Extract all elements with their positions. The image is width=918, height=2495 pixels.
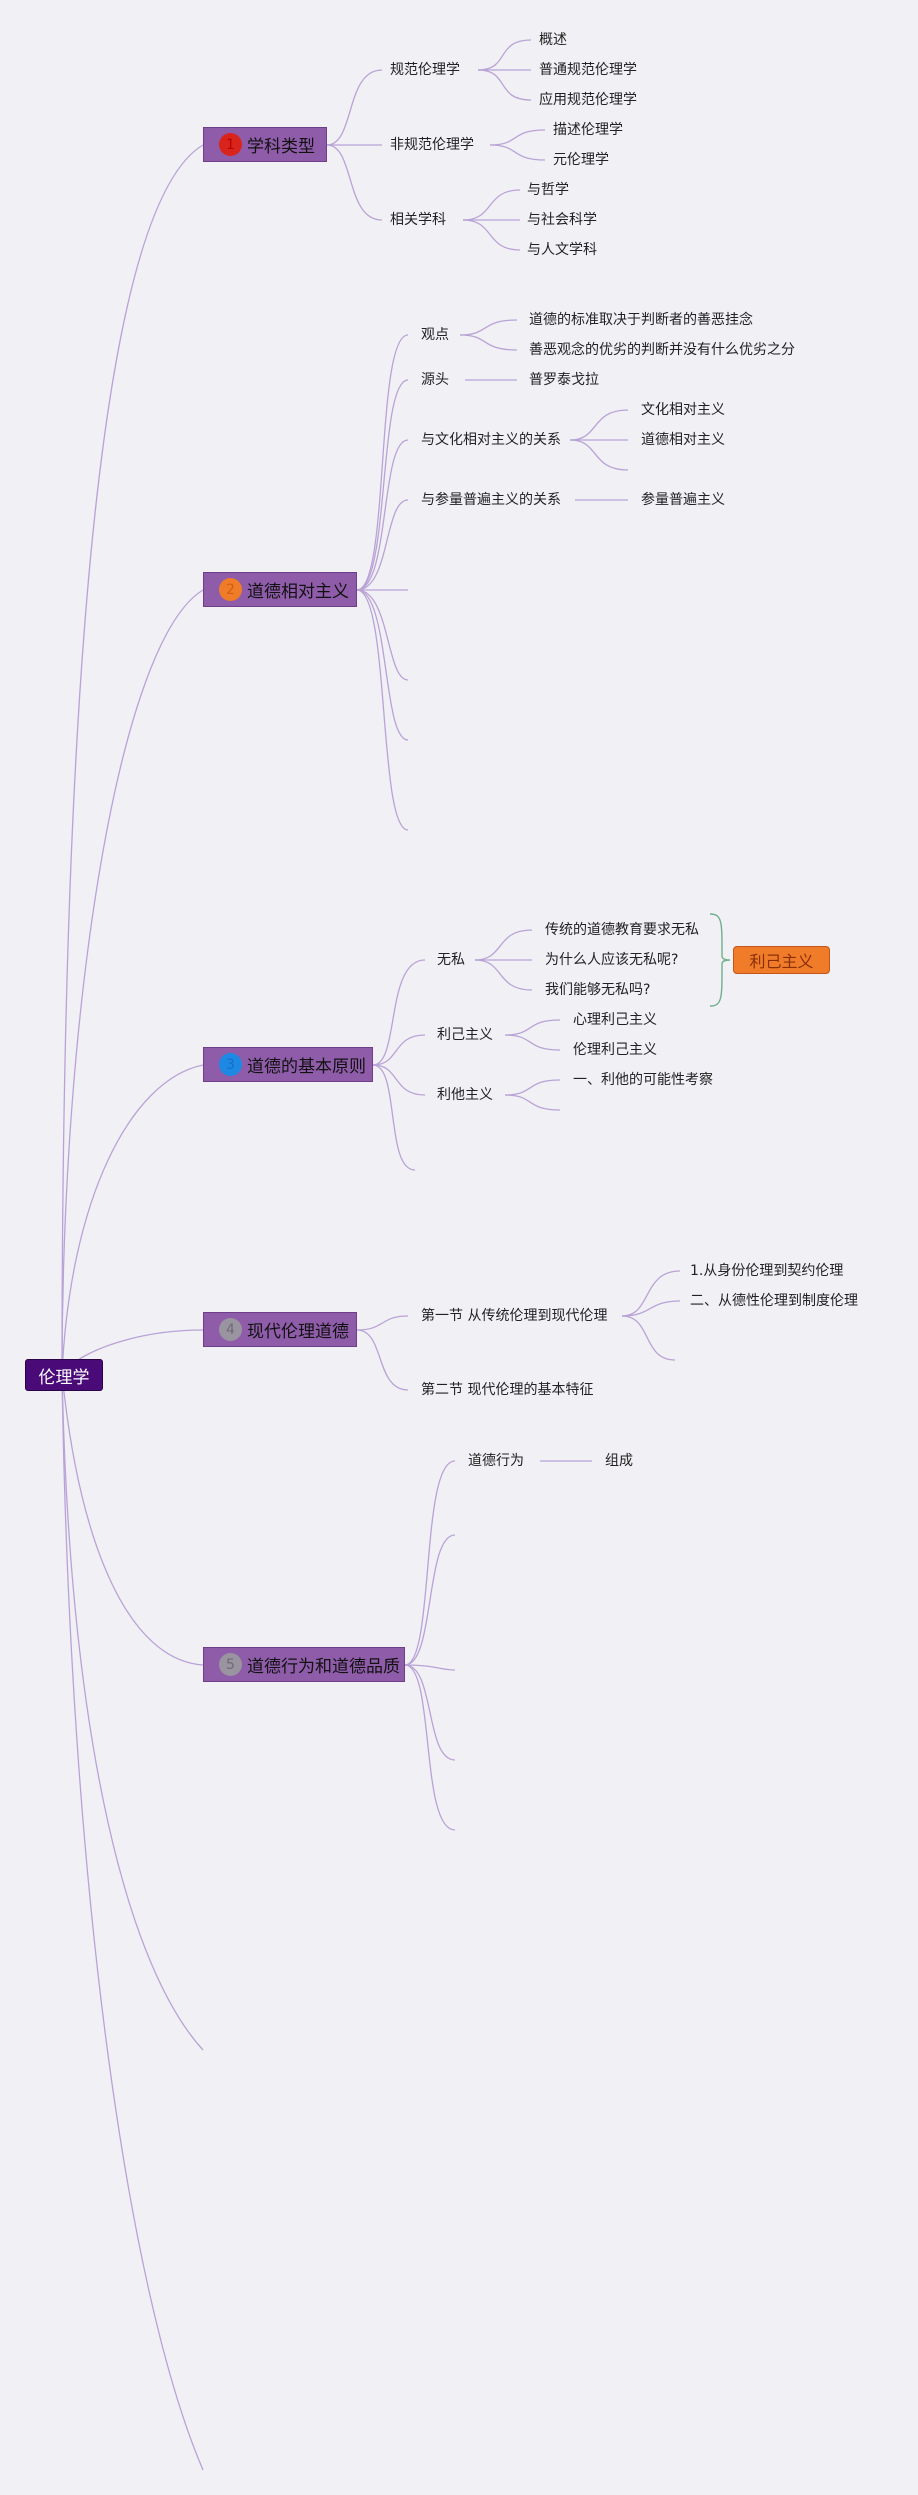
summary-brace xyxy=(709,913,731,1007)
node-应用规范伦理学[interactable]: 应用规范伦理学 xyxy=(539,92,637,108)
node-利己主义[interactable]: 利己主义 xyxy=(437,1027,493,1043)
node-利他的可能性考察[interactable]: 一、利他的可能性考察 xyxy=(573,1072,713,1088)
node-无私-3[interactable]: 我们能够无私吗? xyxy=(545,982,651,998)
node-无私-1[interactable]: 传统的道德教育要求无私 xyxy=(545,922,699,938)
node-从德性伦理到制度伦理[interactable]: 二、从德性伦理到制度伦理 xyxy=(690,1293,858,1309)
branch-label: 道德行为和道德品质 xyxy=(247,1657,400,1677)
node-第一节[interactable]: 第一节 从传统伦理到现代伦理 xyxy=(421,1308,608,1324)
node-观点-1[interactable]: 道德的标准取决于判断者的善恶挂念 xyxy=(529,312,753,328)
node-参量普遍主义[interactable]: 参量普遍主义 xyxy=(641,492,725,508)
node-描述伦理学[interactable]: 描述伦理学 xyxy=(553,122,623,138)
root-node[interactable]: 伦理学 xyxy=(25,1359,103,1391)
number-badge-5-icon: 5 xyxy=(219,1653,242,1676)
root-label: 伦理学 xyxy=(38,1367,90,1388)
summary-tag-label: 利己主义 xyxy=(749,952,814,971)
node-从身份伦理到契约伦理[interactable]: 1.从身份伦理到契约伦理 xyxy=(690,1263,844,1279)
node-与哲学[interactable]: 与哲学 xyxy=(527,182,569,198)
number-badge-2-icon: 2 xyxy=(219,578,242,601)
node-文化相对主义[interactable]: 文化相对主义 xyxy=(641,402,725,418)
node-相关学科[interactable]: 相关学科 xyxy=(390,212,446,228)
node-心理利己主义[interactable]: 心理利己主义 xyxy=(573,1012,657,1028)
node-概述[interactable]: 概述 xyxy=(539,32,567,48)
link-root-branch-2 xyxy=(61,589,204,1375)
link-root-branch-3 xyxy=(61,1064,204,1375)
branch-label: 学科类型 xyxy=(247,137,315,157)
node-利他主义[interactable]: 利他主义 xyxy=(437,1087,493,1103)
branch-node-1[interactable]: 1 学科类型 xyxy=(203,127,327,162)
branch-node-5[interactable]: 5 道德行为和道德品质 xyxy=(203,1647,405,1682)
number-badge-4-icon: 4 xyxy=(219,1318,242,1341)
node-规范伦理学[interactable]: 规范伦理学 xyxy=(390,62,460,78)
branch-node-2[interactable]: 2 道德相对主义 xyxy=(203,572,357,607)
branch-node-4[interactable]: 4 现代伦理道德 xyxy=(203,1312,357,1347)
node-无私-2[interactable]: 为什么人应该无私呢? xyxy=(545,952,679,968)
node-观点[interactable]: 观点 xyxy=(421,327,449,343)
link-root-empty-7 xyxy=(61,1373,204,2471)
node-源头[interactable]: 源头 xyxy=(421,372,449,388)
node-第二节[interactable]: 第二节 现代伦理的基本特征 xyxy=(421,1382,594,1398)
summary-tag-利己主义[interactable]: 利己主义 xyxy=(733,946,830,974)
node-伦理利己主义[interactable]: 伦理利己主义 xyxy=(573,1042,657,1058)
node-普通规范伦理学[interactable]: 普通规范伦理学 xyxy=(539,62,637,78)
link-root-empty-6 xyxy=(61,1373,204,2051)
node-观点-2[interactable]: 善恶观念的优劣的判断并没有什么优劣之分 xyxy=(529,342,795,358)
link-root-branch-1 xyxy=(61,144,204,1375)
link-root-branch-5 xyxy=(61,1373,204,1666)
node-非规范伦理学[interactable]: 非规范伦理学 xyxy=(390,137,474,153)
node-与社会科学[interactable]: 与社会科学 xyxy=(527,212,597,228)
node-与参量普遍主义的关系[interactable]: 与参量普遍主义的关系 xyxy=(421,492,561,508)
branch-node-3[interactable]: 3 道德的基本原则 xyxy=(203,1047,373,1082)
node-无私[interactable]: 无私 xyxy=(437,952,465,968)
branch-label: 道德的基本原则 xyxy=(247,1057,366,1077)
node-普罗泰戈拉[interactable]: 普罗泰戈拉 xyxy=(529,372,599,388)
number-badge-1-icon: 1 xyxy=(219,133,242,156)
branch-label: 道德相对主义 xyxy=(247,582,349,602)
node-与人文学科[interactable]: 与人文学科 xyxy=(527,242,597,258)
branch-label: 现代伦理道德 xyxy=(247,1322,349,1342)
node-道德相对主义[interactable]: 道德相对主义 xyxy=(641,432,725,448)
node-道德行为[interactable]: 道德行为 xyxy=(468,1453,524,1469)
node-与文化相对主义的关系[interactable]: 与文化相对主义的关系 xyxy=(421,432,561,448)
node-元伦理学[interactable]: 元伦理学 xyxy=(553,152,609,168)
number-badge-3-icon: 3 xyxy=(219,1053,242,1076)
node-组成[interactable]: 组成 xyxy=(605,1453,633,1469)
